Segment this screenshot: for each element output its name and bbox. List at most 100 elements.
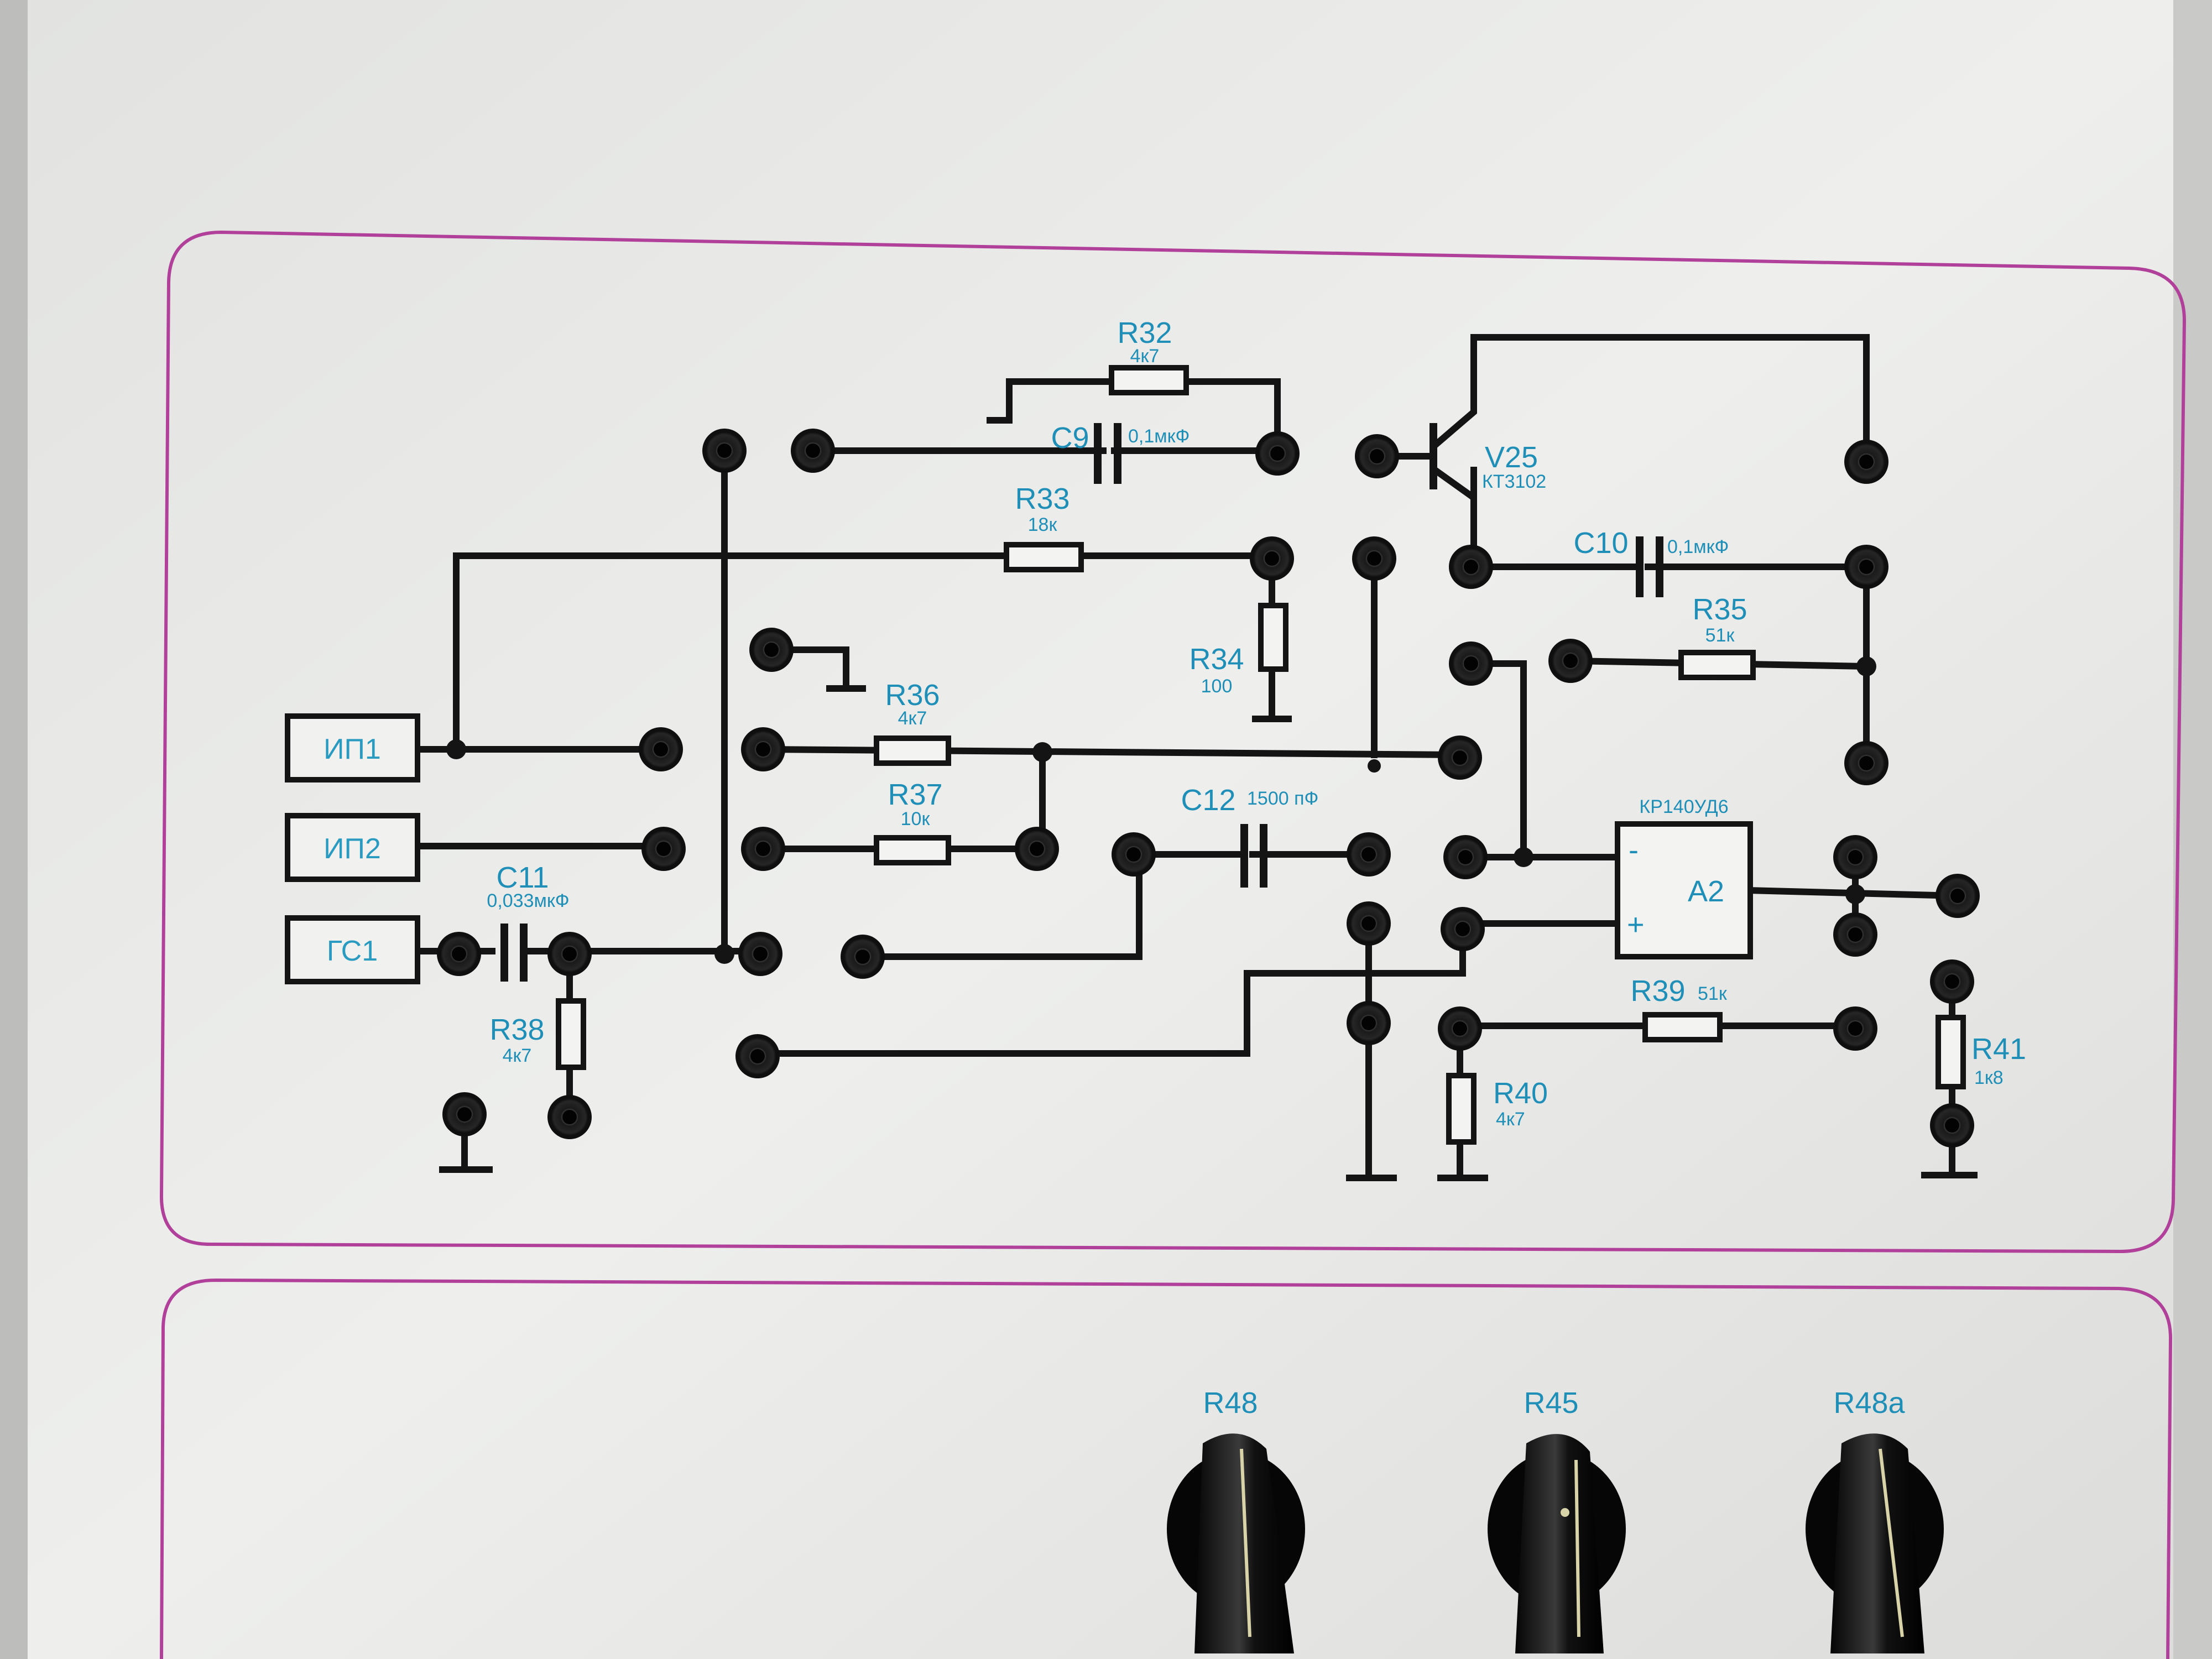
jack-terminal bbox=[1833, 1006, 1877, 1051]
jack-terminal bbox=[1449, 641, 1493, 686]
label-r41-value: 1к8 bbox=[1974, 1067, 2004, 1088]
jack-terminal bbox=[738, 932, 782, 976]
resistor-r38-symbol bbox=[556, 998, 586, 1070]
jack-terminal bbox=[1548, 639, 1593, 683]
jack-terminal bbox=[1347, 832, 1391, 877]
block-ip2 bbox=[285, 813, 420, 882]
jack-terminal bbox=[1355, 434, 1399, 478]
label-r33-name: R33 bbox=[1015, 482, 1070, 515]
knob-label-r48: R48 bbox=[1203, 1386, 1258, 1420]
label-r34-value: 100 bbox=[1201, 676, 1233, 697]
jack-terminal bbox=[442, 1092, 487, 1136]
jack-terminal bbox=[702, 429, 747, 473]
resistor-r33-symbol bbox=[1004, 542, 1084, 572]
label-v25-value: КТ3102 bbox=[1482, 471, 1546, 492]
resistor-r40-symbol bbox=[1446, 1073, 1477, 1145]
rotary-knob-r48[interactable] bbox=[1167, 1433, 1305, 1653]
jack-terminal bbox=[1844, 741, 1888, 785]
label-c11-value: 0,033мкФ bbox=[487, 890, 569, 911]
label-c11-name: C11 bbox=[496, 861, 549, 894]
rotary-knob-r45[interactable] bbox=[1488, 1434, 1626, 1653]
label-r35-name: R35 bbox=[1692, 593, 1747, 626]
label-v25-name: V25 bbox=[1485, 441, 1538, 474]
knob-labels: R48 R45 R48a bbox=[1203, 1386, 1905, 1420]
label-c9-value: 0,1мкФ bbox=[1128, 426, 1190, 447]
component-symbols bbox=[285, 365, 1966, 1145]
capacitor-c11-symbol bbox=[500, 924, 528, 982]
label-r32-value: 4к7 bbox=[1130, 346, 1160, 367]
label-r36-value: 4к7 bbox=[898, 708, 927, 729]
transistor-v25-symbol bbox=[1430, 384, 1477, 562]
jack-terminal bbox=[1015, 827, 1059, 871]
resistor-r34-symbol bbox=[1258, 603, 1288, 672]
jack-terminal bbox=[641, 827, 686, 871]
resistor-r41-symbol bbox=[1936, 1015, 1966, 1089]
jack-terminal bbox=[791, 429, 835, 473]
jack-terminal bbox=[1844, 545, 1888, 589]
jack-terminal bbox=[1255, 431, 1300, 476]
jack-terminal bbox=[1936, 874, 1980, 918]
rotary-knob-r48a[interactable] bbox=[1806, 1433, 1944, 1653]
label-a2-type: КР140УД6 bbox=[1639, 796, 1728, 817]
jack-terminal bbox=[841, 935, 885, 979]
label-r35-value: 51к bbox=[1705, 625, 1735, 646]
jack-terminal bbox=[1347, 901, 1391, 946]
knob-label-r45: R45 bbox=[1524, 1386, 1578, 1420]
schematic-frame bbox=[159, 230, 2187, 1254]
jack-terminal bbox=[1438, 1006, 1482, 1051]
block-gs1 bbox=[285, 915, 420, 984]
label-a2-minus: - bbox=[1629, 833, 1639, 867]
label-r39-value: 51к bbox=[1698, 983, 1728, 1004]
label-r37-name: R37 bbox=[888, 778, 942, 811]
jack-terminal bbox=[1438, 735, 1482, 780]
label-c12-name: C12 bbox=[1181, 784, 1235, 817]
panel-edge-left bbox=[0, 0, 28, 1659]
resistor-r35-symbol bbox=[1678, 650, 1756, 680]
panel-edge-right bbox=[2173, 0, 2212, 1659]
jack-terminal bbox=[1930, 1103, 1974, 1147]
jack-terminal bbox=[547, 932, 592, 976]
jack-terminal bbox=[1930, 959, 1974, 1004]
label-r37-value: 10к bbox=[901, 808, 931, 830]
label-r36-name: R36 bbox=[885, 679, 940, 712]
label-r33-value: 18к bbox=[1028, 514, 1058, 535]
resistor-r37-symbol bbox=[874, 835, 951, 865]
jack-terminal bbox=[1112, 832, 1156, 877]
jack-terminal bbox=[1443, 835, 1488, 879]
label-c10-value: 0,1мкФ bbox=[1667, 536, 1729, 557]
label-r34-name: R34 bbox=[1189, 643, 1244, 676]
jack-terminal bbox=[1449, 545, 1493, 589]
label-r32-name: R32 bbox=[1117, 316, 1172, 349]
jack-terminal bbox=[1833, 912, 1877, 957]
capacitor-c9-symbol bbox=[1094, 423, 1121, 484]
label-c9-name: C9 bbox=[1051, 421, 1089, 455]
label-gs1: ГС1 bbox=[327, 935, 378, 967]
jack-terminal bbox=[741, 827, 785, 871]
label-r41-name: R41 bbox=[1971, 1032, 2026, 1066]
opamp-a2-symbol bbox=[1615, 821, 1753, 959]
label-r38-value: 4к7 bbox=[503, 1045, 532, 1066]
jack-terminal bbox=[437, 932, 481, 976]
jack-terminal bbox=[735, 1034, 780, 1078]
resistor-r32-symbol bbox=[1109, 365, 1189, 395]
jack-terminal bbox=[1833, 835, 1877, 879]
jack-terminal bbox=[1250, 536, 1294, 581]
resistor-r36-symbol bbox=[874, 735, 951, 766]
jack-terminal bbox=[1347, 1001, 1391, 1045]
label-ip1: ИП1 bbox=[324, 733, 381, 765]
jack-terminal bbox=[741, 727, 785, 771]
block-ip1 bbox=[285, 713, 420, 782]
jack-terminal bbox=[1441, 907, 1485, 951]
jack-terminal bbox=[749, 628, 794, 672]
capacitor-c12-symbol bbox=[1240, 824, 1267, 888]
label-r40-name: R40 bbox=[1493, 1077, 1548, 1110]
label-a2-name: A2 bbox=[1688, 875, 1724, 908]
component-labels: R32 4к7 C9 0,1мкФ V25 КТ3102 R33 18к C10… bbox=[324, 316, 2026, 1130]
label-ip2: ИП2 bbox=[324, 833, 381, 865]
resistor-r39-symbol bbox=[1642, 1012, 1723, 1042]
label-c10-name: C10 bbox=[1573, 526, 1628, 560]
label-r38-name: R38 bbox=[489, 1013, 544, 1046]
jack-terminal bbox=[547, 1095, 592, 1139]
label-a2-plus: + bbox=[1627, 908, 1645, 941]
